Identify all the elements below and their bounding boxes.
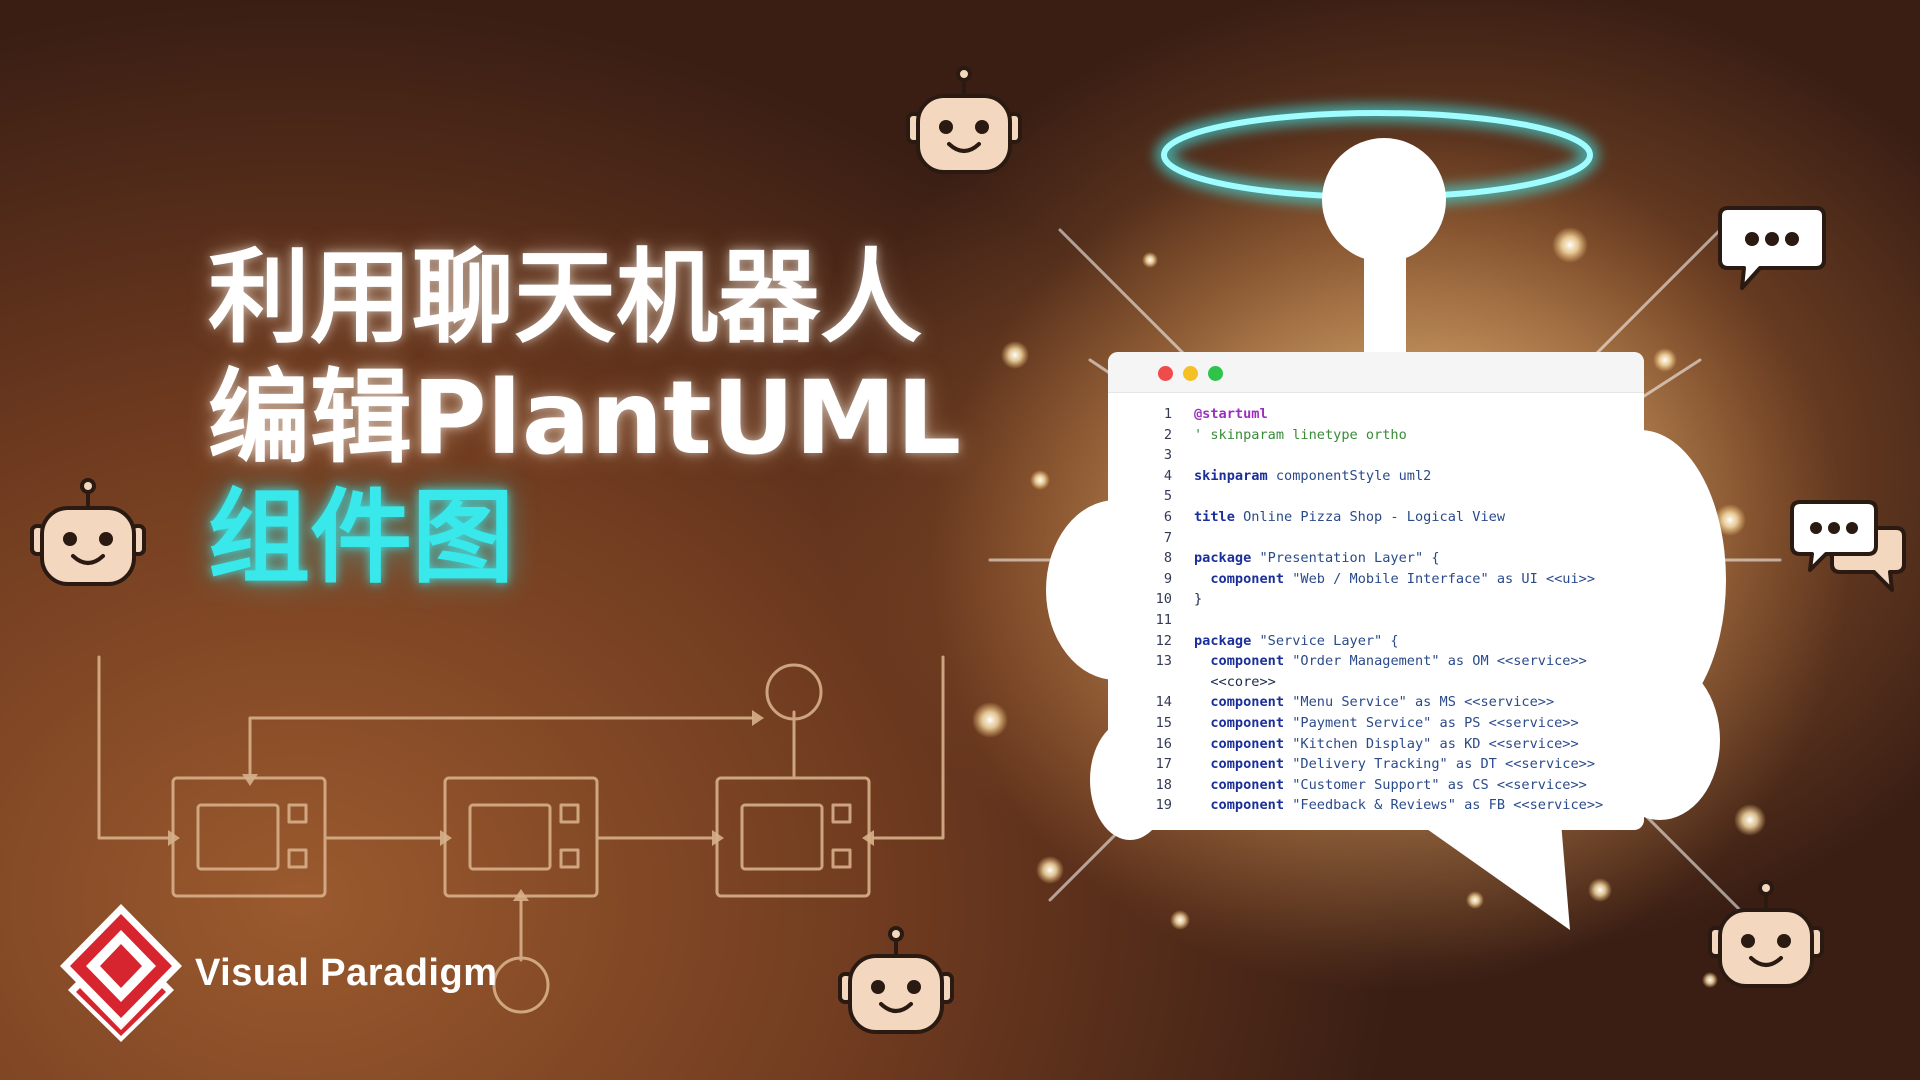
code-text: component "Web / Mobile Interface" as UI… [1210,570,1596,587]
code-text: package "Service Layer" { [1194,632,1399,649]
code-line: 12 package "Service Layer" { [1116,631,1646,652]
line-number: 18 [1155,776,1172,793]
line-number: 7 [1163,529,1172,546]
diagram-interface-circle-bottom [492,956,550,1014]
code-text: ' skinparam linetype ortho [1194,426,1407,443]
code-line: 3 [1116,445,1646,466]
code-line: 18 component "Customer Support" as CS <<… [1116,775,1646,796]
code-text: } [1194,591,1203,608]
code-text: component "Delivery Tracking" as DT <<se… [1210,756,1596,773]
chat-bubble-icon [1718,206,1826,290]
line-number: 8 [1163,550,1172,567]
window-title-bar [1108,352,1644,393]
code-text: component "Order Management" as OM <<ser… [1210,653,1587,670]
code-line: 2 ' skinparam linetype ortho [1116,425,1646,446]
code-line: 19 component "Feedback & Reviews" as FB … [1116,795,1646,816]
line-number: 13 [1155,653,1172,670]
line-number: 19 [1155,797,1172,814]
maximize-dot[interactable] [1208,366,1223,381]
line-number: 3 [1163,447,1172,464]
code-line: 1 @startuml [1116,404,1646,425]
line-number: 1 [1163,406,1172,422]
title-line-1: 利用聊天机器人 [208,239,922,358]
line-number: 9 [1163,570,1172,587]
line-number: 14 [1155,694,1172,711]
code-line: 13 component "Order Management" as OM <<… [1116,651,1646,672]
code-text: component "Feedback & Reviews" as FB <<s… [1210,797,1604,814]
code-line: 8 package "Presentation Layer" { [1116,548,1646,569]
robot-face-icon [30,478,146,586]
close-dot[interactable] [1158,366,1173,381]
line-number: 17 [1155,756,1172,773]
line-number [1116,672,1194,693]
line-number: 12 [1155,632,1172,649]
code-line: 4 skinparam componentStyle uml2 [1116,466,1646,487]
antenna-ball [1322,138,1446,262]
code-line: 14 component "Menu Service" as MS <<serv… [1116,692,1646,713]
code-line: 10} [1116,589,1646,610]
code-line: <<core>> [1116,672,1646,693]
line-number: 6 [1163,508,1172,525]
code-text: component "Menu Service" as MS <<service… [1210,694,1555,711]
code-text: component "Kitchen Display" as KD <<serv… [1210,735,1579,752]
code-line: 9 component "Web / Mobile Interface" as … [1116,569,1646,590]
code-line: 11 [1116,610,1646,631]
code-text: package "Presentation Layer" { [1194,550,1440,567]
code-line: 17 component "Delivery Tracking" as DT <… [1116,754,1646,775]
code-text: title Online Pizza Shop - Logical View [1194,508,1505,525]
plantuml-code: 1 @startuml 2 ' skinparam linetype ortho 3 4 s… [1116,404,1646,824]
line-number: 4 [1163,467,1172,484]
line-number: 10 [1155,591,1172,608]
code-text: component "Customer Support" as CS <<ser… [1210,776,1587,793]
title-line-2: 编辑PlantUML [208,359,962,478]
chat-bubbles-icon [1790,500,1906,592]
robot-face-icon [838,926,954,1034]
code-text: skinparam componentStyle uml2 [1194,467,1432,484]
title-line-3: 组件图 [208,479,514,598]
minimize-dot[interactable] [1183,366,1198,381]
code-text: <<core>> [1194,673,1276,690]
diagram-interface-circle-top [765,663,823,721]
robot-face-icon [906,66,1022,174]
code-text: @startuml [1194,406,1268,422]
code-line: 7 [1116,528,1646,549]
code-editor-window [1108,352,1644,830]
brand-name: Visual Paradigm [195,952,498,994]
line-number: 11 [1155,611,1172,628]
code-line: 15 component "Payment Service" as PS <<s… [1116,713,1646,734]
visual-paradigm-logo-icon [60,904,182,1042]
code-line: 6 title Online Pizza Shop - Logical View [1116,507,1646,528]
line-number: 16 [1155,735,1172,752]
code-text: component "Payment Service" as PS <<serv… [1210,714,1579,731]
line-number: 15 [1155,714,1172,731]
code-line: 16 component "Kitchen Display" as KD <<s… [1116,734,1646,755]
robot-face-icon [1708,880,1824,988]
line-number: 2 [1163,426,1172,443]
code-line: 5 [1116,486,1646,507]
line-number: 5 [1163,488,1172,505]
